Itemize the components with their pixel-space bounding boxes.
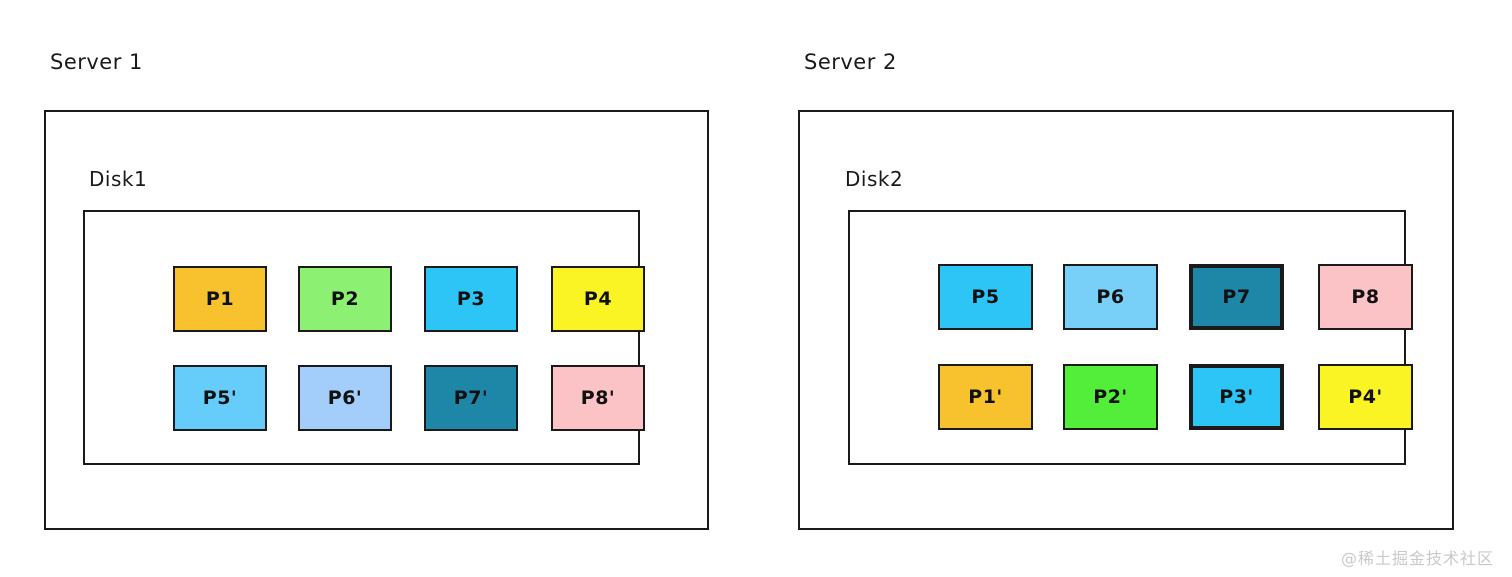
disk1-title: Disk1: [89, 167, 148, 191]
partition-block-p1-replica[interactable]: P1': [938, 364, 1033, 430]
partition-block-p7-replica[interactable]: P7': [424, 365, 518, 431]
partition-block-p7[interactable]: P7: [1189, 264, 1284, 330]
server-1-title: Server 1: [50, 50, 143, 74]
partition-block-p8-replica[interactable]: P8': [551, 365, 645, 431]
partition-block-p1[interactable]: P1: [173, 266, 267, 332]
partition-block-p2-replica[interactable]: P2': [1063, 364, 1158, 430]
partition-block-p2[interactable]: P2: [298, 266, 392, 332]
partition-block-p4-replica[interactable]: P4': [1318, 364, 1413, 430]
partition-block-p6[interactable]: P6: [1063, 264, 1158, 330]
partition-block-p8[interactable]: P8: [1318, 264, 1413, 330]
partition-block-p4[interactable]: P4: [551, 266, 645, 332]
partition-block-p6-replica[interactable]: P6': [298, 365, 392, 431]
partition-block-p3[interactable]: P3: [424, 266, 518, 332]
watermark: @稀土掘金技术社区: [1340, 549, 1494, 568]
disk2-title: Disk2: [845, 167, 904, 191]
partition-block-p3-replica[interactable]: P3': [1189, 364, 1284, 430]
partition-block-p5[interactable]: P5: [938, 264, 1033, 330]
partition-block-p5-replica[interactable]: P5': [173, 365, 267, 431]
server-2-title: Server 2: [804, 50, 897, 74]
